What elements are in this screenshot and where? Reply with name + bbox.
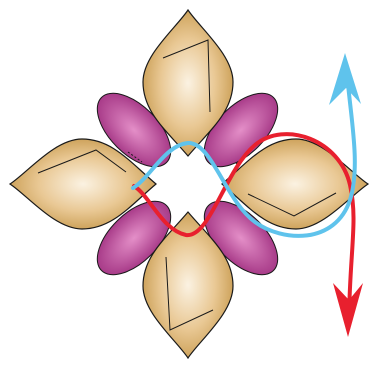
blue-arrow [329, 53, 361, 105]
d-orbital [10, 10, 368, 358]
